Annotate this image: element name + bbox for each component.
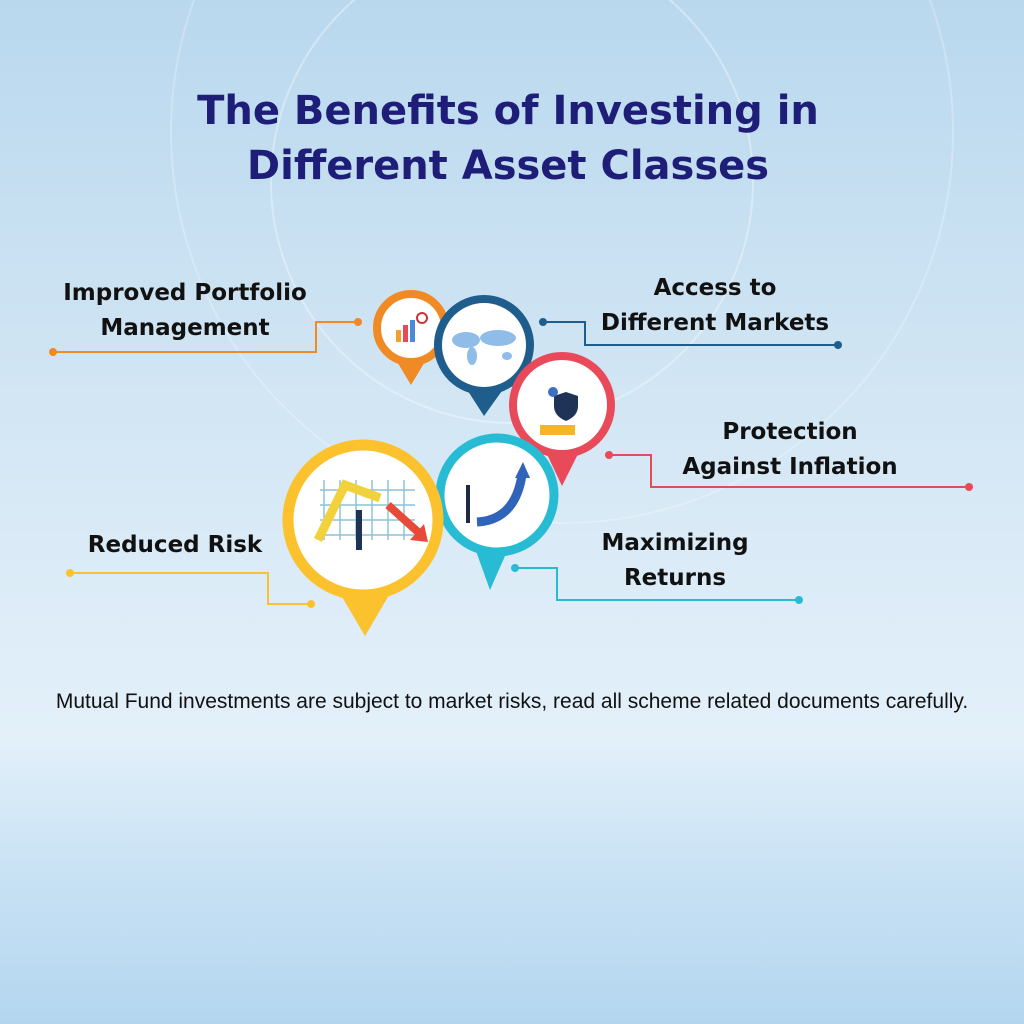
world-map-icon <box>452 330 516 365</box>
connector-risk <box>70 572 311 605</box>
label-line: Maximizing <box>601 530 749 556</box>
label-line: Access to <box>653 275 777 301</box>
label-line: Returns <box>623 565 727 591</box>
pin-returns <box>435 433 559 590</box>
pin-markets <box>434 295 534 416</box>
connector-dot <box>307 600 315 608</box>
label-line: Improved Portfolio <box>63 280 307 306</box>
label-line: Different Markets <box>600 310 830 336</box>
connector-portfolio <box>53 321 358 353</box>
connector-dot <box>605 451 613 459</box>
pin-portfolio <box>373 290 449 385</box>
connector-dot <box>795 596 803 604</box>
pin-risk <box>282 439 444 636</box>
benefit-inflation-label: Protection Against Inflation <box>670 415 910 485</box>
connector-dot <box>965 483 973 491</box>
pin-inflation <box>509 352 615 486</box>
portfolio-chart-icon <box>396 312 428 342</box>
connector-dot <box>511 564 519 572</box>
label-line: Reduced Risk <box>87 532 263 558</box>
connector-dot <box>66 569 74 577</box>
disclaimer: Mutual Fund investments are subject to m… <box>55 690 969 713</box>
benefit-markets-label: Access to Different Markets <box>580 271 850 341</box>
connector-dot <box>49 348 57 356</box>
connector-returns <box>515 567 799 601</box>
title-line-1: The Benefits of Investing in <box>197 88 819 134</box>
rising-arrow-icon <box>466 462 530 527</box>
connector-dot <box>539 318 547 326</box>
label-line: Protection <box>722 419 858 445</box>
benefit-portfolio-label: Improved Portfolio Management <box>40 276 330 346</box>
benefit-risk-label: Reduced Risk <box>70 528 280 563</box>
label-line: Against Inflation <box>682 454 898 480</box>
connector-inflation <box>609 454 969 488</box>
connector-markets <box>543 321 838 346</box>
page-title: The Benefits of Investing in Different A… <box>0 84 1016 194</box>
title-line-2: Different Asset Classes <box>246 143 770 189</box>
cut-falling-arrow-icon <box>313 479 428 550</box>
connector-dot <box>834 341 842 349</box>
shield-icon <box>540 387 578 435</box>
connector-dot <box>354 318 362 326</box>
label-line: Management <box>100 315 270 341</box>
benefit-returns-label: Maximizing Returns <box>575 526 775 596</box>
